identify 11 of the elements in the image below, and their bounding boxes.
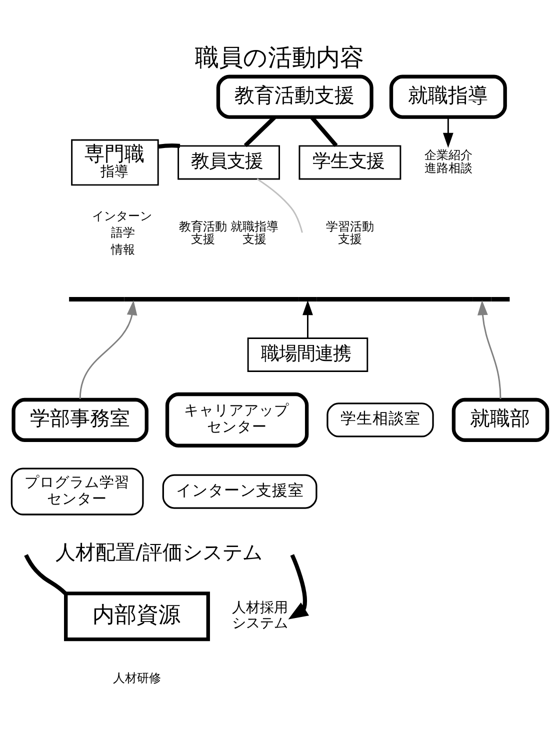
diagram-title: 職員の活動内容 xyxy=(195,43,364,72)
node-label: 学習活動支援 xyxy=(326,219,374,246)
node-label: 語学 xyxy=(110,226,135,240)
node-label: 情報 xyxy=(110,242,135,256)
node-label: 人材研修 xyxy=(113,670,162,685)
label: 人材配置/評価システム xyxy=(56,540,262,564)
node-label: 教育活動支援 xyxy=(179,219,228,246)
node-label: インターン xyxy=(92,209,152,224)
node-label: 就職指導支援 xyxy=(230,219,279,246)
node-text: 企業紹介 進路相談 xyxy=(424,148,472,176)
node-text: 人材採用システム xyxy=(232,600,288,632)
